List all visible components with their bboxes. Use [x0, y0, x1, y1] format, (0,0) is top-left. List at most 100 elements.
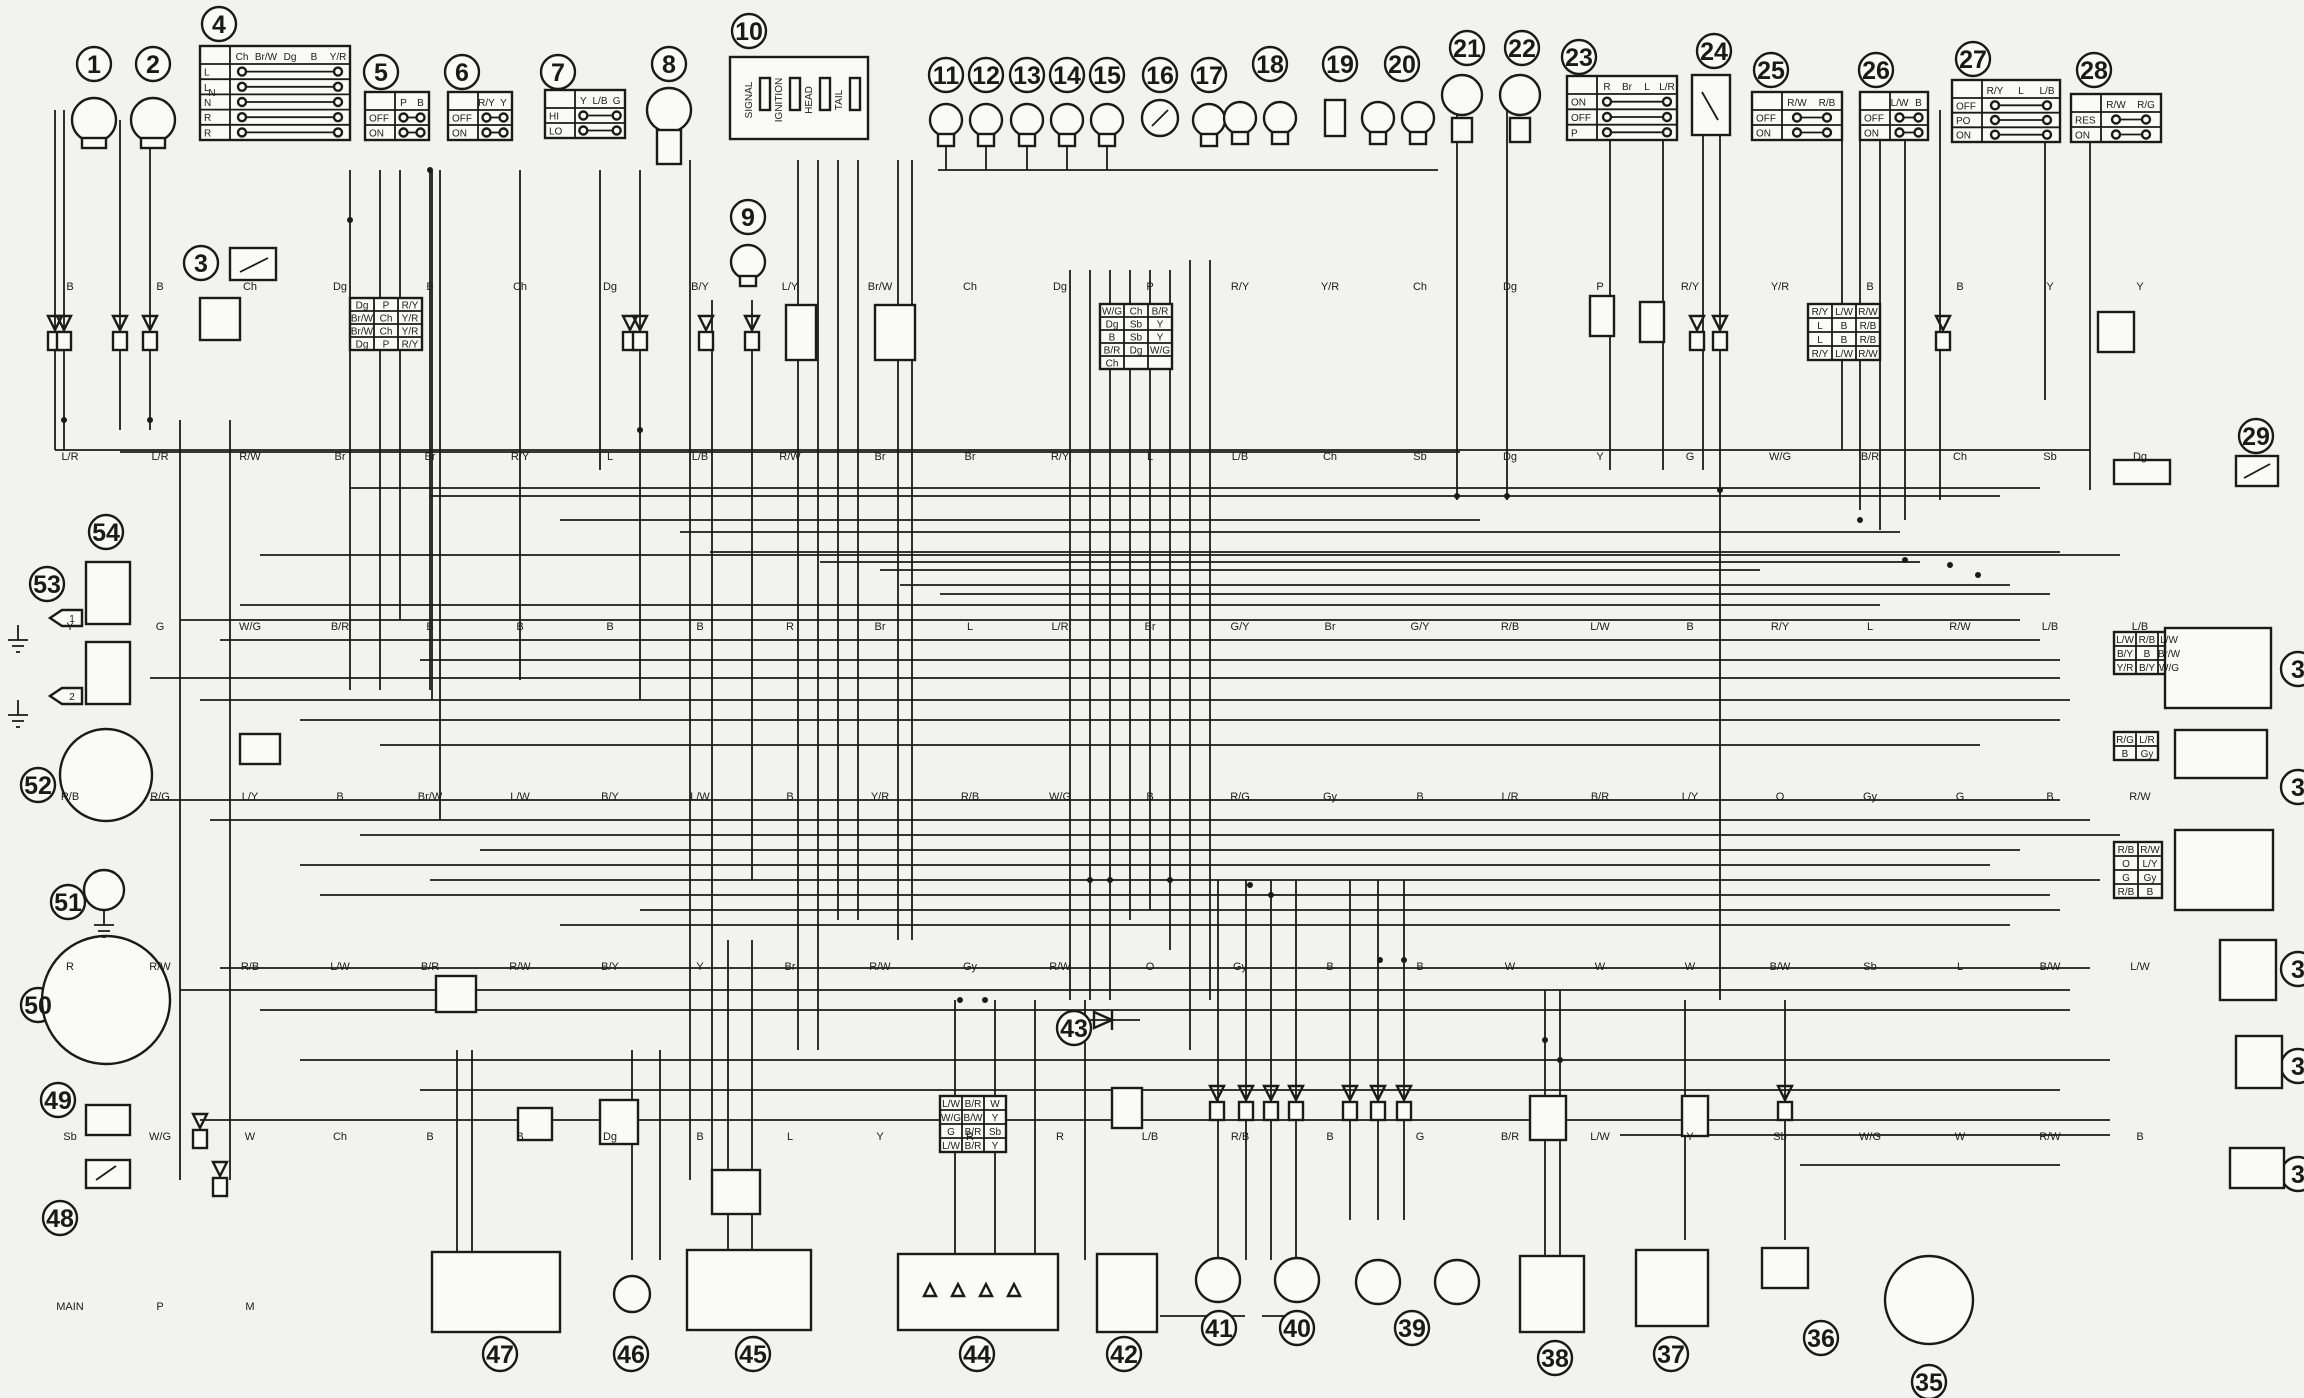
component-number: 51 — [54, 889, 82, 917]
wire-color-label: R/B — [961, 791, 979, 803]
junction-number: 2 — [69, 692, 75, 703]
wire-color-label: L/W — [330, 961, 350, 973]
headlight-bulb — [129, 96, 177, 144]
connector-sleeve — [141, 330, 159, 352]
connector-pin-label: G — [947, 1127, 955, 1138]
switch-position-label: ON — [1571, 98, 1586, 109]
brake-light-bulb — [1354, 1258, 1402, 1306]
wire-color-label: R/B — [61, 791, 79, 803]
bulb-socket — [655, 128, 683, 166]
component-number-badge — [1954, 40, 1992, 78]
wire-color-label: R/B — [1231, 1131, 1249, 1143]
connector-sleeve — [631, 330, 649, 352]
wire-color-label: Br — [425, 451, 436, 463]
wire-color-label: W — [1955, 1131, 1966, 1143]
wire-color-label: G — [1686, 451, 1695, 463]
connector-pin-label: L/W — [2116, 635, 2134, 646]
junction-dot — [982, 997, 988, 1003]
diode-symbol — [950, 1281, 966, 1298]
switch-column-label: B — [417, 98, 424, 109]
wire-color-label: B — [336, 791, 343, 803]
switch-contact — [1791, 112, 1803, 123]
connector-sleeve — [1776, 1100, 1794, 1122]
component-number-badge — [650, 45, 688, 83]
bulb-base — [738, 274, 758, 288]
wire-color-label: Y/R — [1771, 281, 1789, 293]
bulb-base — [139, 136, 167, 150]
wire-color-label: L — [787, 1131, 793, 1143]
connector-sleeve — [1262, 1100, 1280, 1122]
switch-position-label: ON — [452, 129, 467, 140]
wire-color-label: B — [516, 621, 523, 633]
indicator-bulb — [928, 102, 964, 138]
relay-module — [2234, 1034, 2284, 1090]
switch-contact — [332, 127, 344, 138]
junction-dot — [1268, 892, 1274, 898]
main-switch-table — [1565, 74, 1679, 142]
wire-color-label: L/W — [690, 791, 710, 803]
wire-color-label: G/Y — [1411, 621, 1431, 633]
connector-pin-label: B — [2147, 887, 2154, 898]
bulb-base — [1408, 130, 1428, 146]
flasher-relay — [84, 560, 132, 626]
tail-light-bulb — [1194, 1256, 1242, 1304]
wire-color-label: Dg — [603, 281, 617, 293]
wire-color-label: L — [607, 451, 613, 463]
wire-color-label: W — [1685, 961, 1696, 973]
wire-color-label: B/R — [1861, 451, 1879, 463]
wire-color-label: R/Y — [1771, 621, 1790, 633]
cdi-unit — [685, 1248, 813, 1332]
component-number: 3 — [2291, 656, 2304, 684]
switch-position-label: ON — [1864, 129, 1879, 140]
switch-column-label: L/B — [592, 96, 607, 107]
wire-color-label: R/Y — [1231, 281, 1250, 293]
switch-contact — [1601, 96, 1613, 107]
switch-contact — [2110, 129, 2122, 140]
connector-pin-label: Dg — [356, 301, 369, 312]
connector-arrow — [1262, 1084, 1280, 1103]
component-number: 28 — [2080, 57, 2108, 85]
wire-color-label: B — [426, 281, 433, 293]
thermo-sensor — [84, 1103, 132, 1137]
switch-column-label: B — [1915, 98, 1922, 109]
wire-color-label: Dg — [1503, 281, 1517, 293]
connector-2pin — [1638, 300, 1666, 344]
indicator-bulb — [1400, 100, 1436, 136]
switch-position-label: R — [204, 128, 211, 139]
connector-sleeve — [1395, 1100, 1413, 1122]
component-number-badge — [2279, 650, 2304, 688]
switch-contact — [1913, 112, 1924, 123]
wire-color-label: G — [156, 621, 165, 633]
connector-4pin — [873, 303, 917, 362]
wire-color-label: M — [245, 1301, 254, 1313]
switch-position-label: HI — [549, 112, 559, 123]
wire-color-label: B — [606, 621, 613, 633]
component-number-badge — [1088, 56, 1126, 94]
wire-color-label: B — [426, 1131, 433, 1143]
wire-color-label: R/Y — [511, 451, 530, 463]
connector-pin-label: Y/R — [2117, 663, 2134, 674]
switch-column-label: L — [2018, 86, 2024, 97]
wire-color-label: Br — [335, 451, 346, 463]
switch-column-label: L/W — [1891, 98, 1909, 109]
wire — [239, 257, 269, 273]
component-number-badge — [443, 53, 481, 91]
bulb-base — [1097, 132, 1117, 148]
switch-contact — [2041, 114, 2053, 126]
connector-sleeve — [1208, 1100, 1226, 1122]
wire-color-label: Sb — [1773, 1131, 1786, 1143]
switch-column-label: Dg — [284, 52, 297, 63]
wire-color-label: Br — [875, 621, 886, 633]
component-number-badge — [734, 1335, 772, 1373]
junction-dot — [1454, 493, 1460, 499]
wire-color-label: R/B — [1501, 621, 1519, 633]
wire-color-label: Ch — [1323, 451, 1337, 463]
wire-color-label: L/B — [2132, 621, 2149, 633]
meter-harness-connector — [1098, 302, 1174, 371]
diode-symbol — [1092, 1010, 1115, 1030]
switch-position-label: ON — [369, 129, 384, 140]
component-number: 44 — [963, 1341, 991, 1369]
component-number-badge — [1536, 1339, 1574, 1377]
component-number-badge — [1321, 45, 1359, 83]
connector-pin-label: B/Y — [2139, 663, 2155, 674]
